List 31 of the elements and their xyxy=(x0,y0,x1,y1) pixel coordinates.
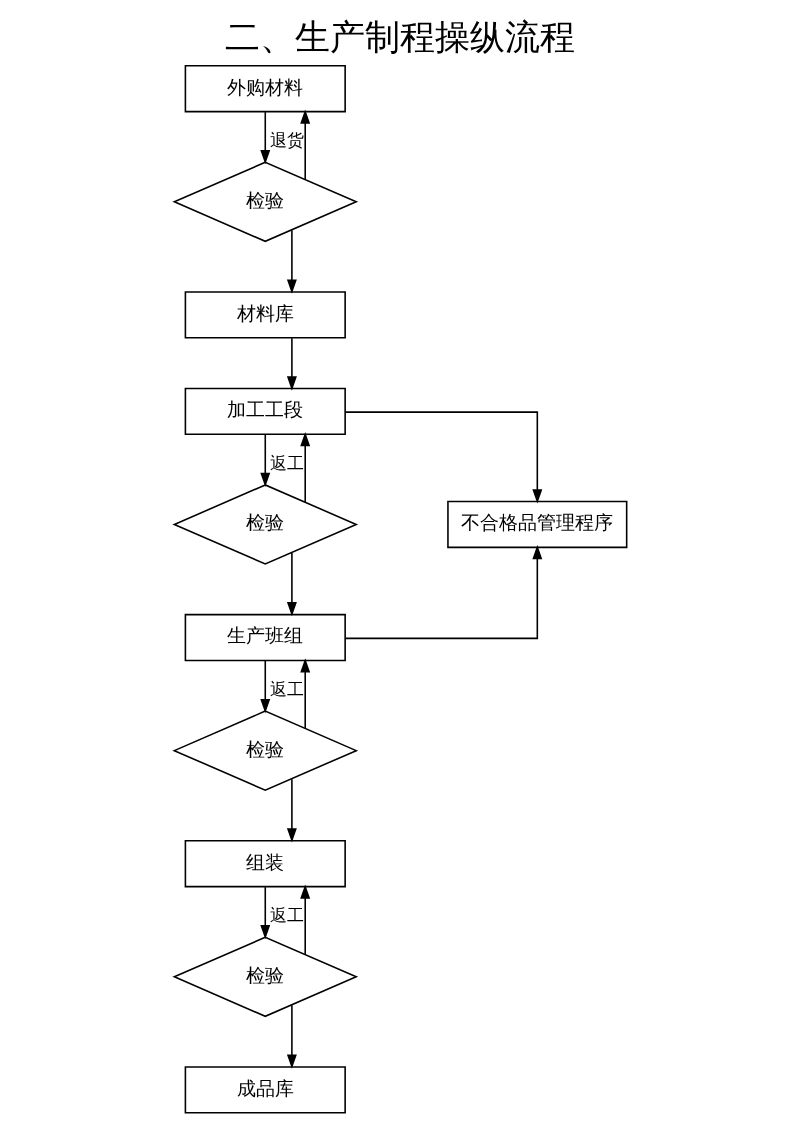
node-diamond: 检验 xyxy=(171,710,358,792)
node-box: 成品库 xyxy=(184,1066,346,1114)
edge-label: 返工 xyxy=(269,905,304,926)
arrow xyxy=(344,545,542,640)
node-box: 外购材料 xyxy=(184,65,346,113)
arrow xyxy=(259,660,270,714)
arrow xyxy=(259,886,270,940)
arrow xyxy=(259,434,270,487)
node-diamond: 检验 xyxy=(171,161,358,243)
node-box: 组装 xyxy=(184,840,346,888)
arrow xyxy=(344,411,542,504)
node-diamond: 检验 xyxy=(171,484,358,565)
edge-label: 返工 xyxy=(269,678,304,699)
node-box: 生产班组 xyxy=(184,613,346,662)
arrow xyxy=(286,1004,297,1069)
edge-label: 返工 xyxy=(269,452,304,473)
node-box: 加工工段 xyxy=(184,387,346,436)
node-diamond: 检验 xyxy=(171,936,358,1018)
arrow xyxy=(299,658,310,730)
arrow xyxy=(299,432,310,503)
node-box: 材料库 xyxy=(184,291,346,339)
arrow xyxy=(259,111,270,165)
arrow xyxy=(286,778,297,843)
arrow xyxy=(286,229,297,294)
arrow xyxy=(286,337,297,391)
arrow xyxy=(286,552,297,617)
arrow xyxy=(299,109,310,181)
edge-label: 退货 xyxy=(269,130,304,151)
arrow xyxy=(299,884,310,956)
node-box: 不合格品管理程序 xyxy=(446,500,627,549)
diagram-title: 二、生产制程操纵流程 xyxy=(225,17,575,58)
